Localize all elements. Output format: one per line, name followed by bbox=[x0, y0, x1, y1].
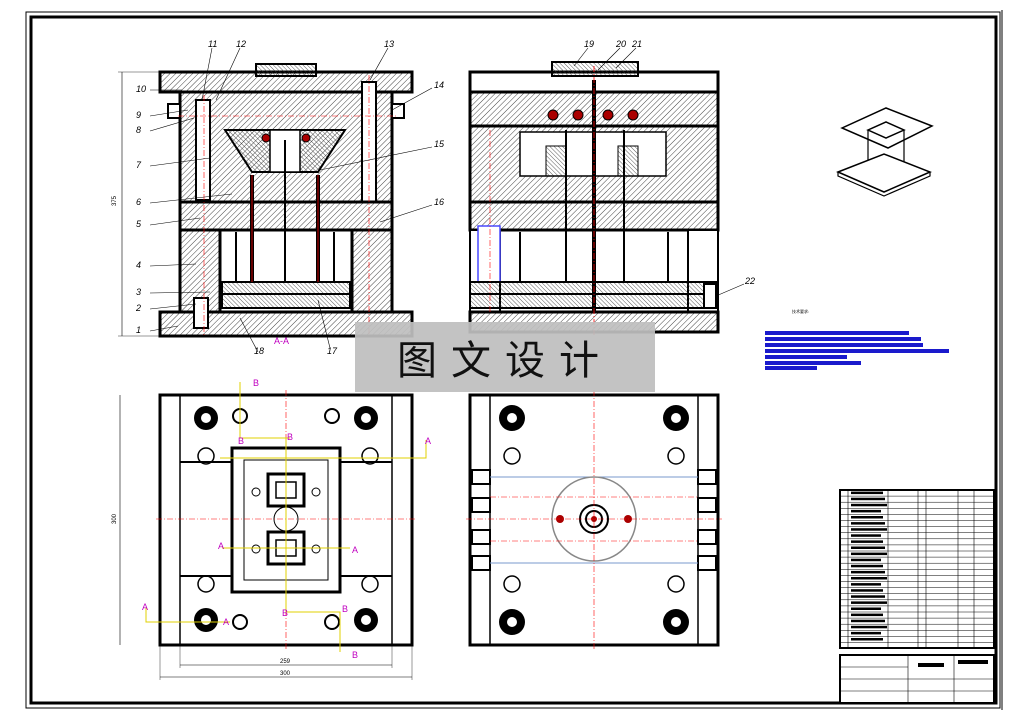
table-row bbox=[851, 540, 883, 543]
table-row bbox=[851, 522, 885, 525]
table-row bbox=[851, 595, 885, 598]
table-row bbox=[851, 619, 885, 623]
part-label-15: 15 bbox=[434, 139, 445, 149]
table-row bbox=[851, 570, 885, 574]
part-label-16: 16 bbox=[434, 197, 444, 207]
table-row bbox=[851, 589, 883, 592]
section-label-b: B bbox=[342, 604, 348, 614]
dim-plan-height: 300 bbox=[112, 513, 118, 524]
bottom-plan-view bbox=[119, 382, 427, 680]
table-row bbox=[851, 552, 887, 556]
parts-list-table bbox=[839, 489, 995, 649]
part-label-12: 12 bbox=[236, 39, 246, 49]
section-label-b: B bbox=[253, 378, 259, 388]
part-label-5: 5 bbox=[136, 219, 142, 229]
top-plan-view bbox=[466, 390, 722, 650]
part-number-labels: 10 9 8 7 6 5 4 3 2 1 11 12 13 19 20 21 1… bbox=[135, 39, 755, 356]
part-label-9: 9 bbox=[136, 110, 141, 120]
watermark-banner: 图文设计 bbox=[355, 322, 655, 392]
technical-notes: 技术要求: bbox=[765, 308, 949, 370]
table-row bbox=[851, 516, 883, 519]
section-label-a: A bbox=[142, 602, 148, 612]
table-row bbox=[851, 503, 887, 507]
part-label-8: 8 bbox=[136, 125, 141, 135]
section-label-b: B bbox=[287, 432, 293, 442]
table-row bbox=[851, 607, 881, 610]
section-label-a: A bbox=[218, 541, 224, 551]
front-section-view bbox=[118, 63, 414, 338]
table-row bbox=[851, 577, 887, 580]
table-row bbox=[851, 491, 883, 495]
part-label-1: 1 bbox=[136, 325, 141, 335]
section-label-b: B bbox=[238, 436, 244, 446]
section-labels: A-A B B B A A A A A B B B bbox=[142, 336, 431, 660]
part-label-20: 20 bbox=[615, 39, 626, 49]
part-label-17: 17 bbox=[327, 346, 338, 356]
part-isometric bbox=[836, 107, 934, 197]
table-row bbox=[851, 601, 887, 604]
part-label-19: 19 bbox=[584, 39, 594, 49]
table-row bbox=[851, 625, 887, 629]
side-section-view bbox=[468, 61, 720, 335]
table-row bbox=[851, 534, 881, 537]
outer-frame bbox=[25, 11, 1001, 709]
table-row bbox=[851, 528, 887, 531]
notes-title: 技术要求: bbox=[792, 308, 809, 314]
table-row bbox=[851, 509, 881, 513]
part-label-2: 2 bbox=[135, 303, 141, 313]
part-label-22: 22 bbox=[744, 276, 755, 286]
table-row bbox=[851, 558, 881, 562]
part-label-10: 10 bbox=[136, 84, 146, 94]
part-label-14: 14 bbox=[434, 80, 444, 90]
part-label-11: 11 bbox=[208, 39, 217, 49]
section-label-a: A bbox=[352, 545, 358, 555]
section-label-b: B bbox=[352, 650, 358, 660]
section-label-a: A bbox=[223, 617, 229, 627]
dim-width: 300 bbox=[280, 671, 291, 677]
part-label-21: 21 bbox=[631, 39, 642, 49]
part-label-18: 18 bbox=[254, 346, 264, 356]
part-label-3: 3 bbox=[136, 287, 141, 297]
dimension-labels: 375 300 259 300 bbox=[112, 195, 291, 677]
title-block bbox=[839, 654, 995, 704]
part-label-6: 6 bbox=[136, 197, 141, 207]
part-label-4: 4 bbox=[136, 260, 141, 270]
dim-inner-width: 259 bbox=[280, 659, 291, 665]
inner-frame bbox=[29, 15, 998, 705]
section-label-a: A bbox=[425, 436, 431, 446]
section-label-b: B bbox=[282, 608, 288, 618]
table-row bbox=[851, 638, 883, 641]
table-row bbox=[851, 497, 885, 501]
table-row bbox=[851, 546, 885, 549]
table-row bbox=[851, 564, 883, 568]
section-label-aa: A-A bbox=[274, 336, 289, 346]
table-row bbox=[851, 631, 881, 635]
part-label-7: 7 bbox=[136, 160, 142, 170]
dim-height: 375 bbox=[112, 195, 118, 206]
table-row bbox=[851, 613, 883, 617]
table-row bbox=[851, 583, 881, 586]
part-label-13: 13 bbox=[384, 39, 394, 49]
